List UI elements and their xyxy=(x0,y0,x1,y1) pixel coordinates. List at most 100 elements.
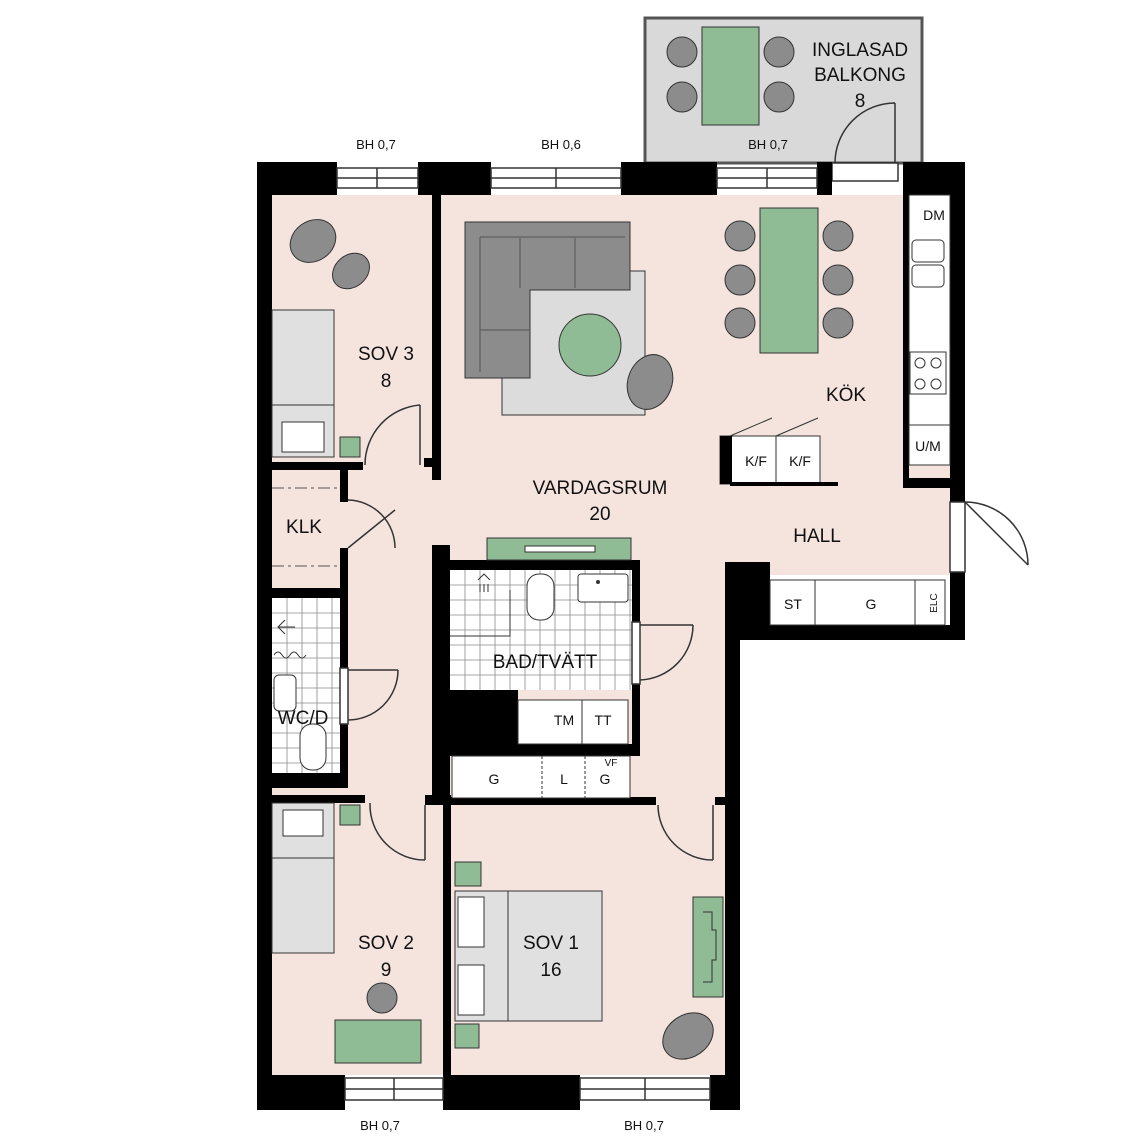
walls xyxy=(257,162,965,1110)
nightstand xyxy=(454,861,482,887)
wall xyxy=(817,162,832,195)
wall xyxy=(440,797,656,805)
desk xyxy=(334,1019,422,1064)
fridge-freezer-label: K/F xyxy=(745,453,767,469)
room-bad xyxy=(450,573,629,745)
armchair xyxy=(662,1012,714,1060)
sink xyxy=(577,573,629,603)
armchair xyxy=(289,219,337,263)
wall xyxy=(632,684,640,744)
sov3-name-label: SOV 3 xyxy=(358,344,414,365)
klk-name-label: KLK xyxy=(286,517,322,538)
window-height-label: BH 0,7 xyxy=(748,137,788,152)
washer-dryer xyxy=(517,699,629,745)
toilet xyxy=(526,573,555,621)
window xyxy=(490,167,622,189)
balkong-line1-label: INGLASAD xyxy=(812,40,908,61)
shower-drain-icon xyxy=(277,619,295,635)
armchair xyxy=(626,354,674,410)
sov1-area-label: 16 xyxy=(540,960,561,981)
door xyxy=(631,621,694,685)
linen-cabinet-label: L xyxy=(560,771,568,787)
room-sov1 xyxy=(454,861,724,1060)
water-heater-label: VF xyxy=(605,758,618,769)
door xyxy=(369,803,426,861)
balkong-area-label: 8 xyxy=(855,91,866,112)
coffee-table xyxy=(558,313,622,377)
sov3-area-label: 8 xyxy=(381,371,392,392)
wall xyxy=(432,195,441,480)
corridor-storage xyxy=(451,755,631,799)
wall xyxy=(443,795,451,1080)
wall xyxy=(725,625,965,640)
hall-name-label: HALL xyxy=(793,526,841,547)
armchair xyxy=(332,252,370,290)
sofa xyxy=(464,221,631,379)
balcony-door-sill xyxy=(831,162,899,182)
doors xyxy=(339,404,1029,861)
dishwasher-label: DM xyxy=(923,207,945,223)
wardrobe-label: G xyxy=(866,596,877,612)
windows xyxy=(336,167,818,1101)
washing-machine-label: TM xyxy=(554,712,574,728)
dining-chair xyxy=(724,307,756,339)
wc-sink xyxy=(273,674,297,712)
balcony-chair xyxy=(666,81,698,113)
wall xyxy=(440,560,640,570)
bed xyxy=(271,802,335,954)
dryer-label: TT xyxy=(594,712,612,728)
balcony-table xyxy=(701,26,760,126)
balcony xyxy=(643,16,924,182)
wall xyxy=(621,162,717,195)
wall xyxy=(725,562,740,1110)
entrance-door xyxy=(949,501,1029,573)
balcony-outline xyxy=(643,16,924,165)
room-sov2 xyxy=(271,802,422,1064)
balcony-chair xyxy=(763,36,795,68)
window-height-label: BH 0,6 xyxy=(541,137,581,152)
door xyxy=(339,667,399,725)
wall xyxy=(632,560,640,622)
room-vardagsrum xyxy=(464,221,674,561)
vardagsrum-area-label: 20 xyxy=(589,504,610,525)
window-height-label: BH 0,7 xyxy=(624,1118,664,1133)
nightstand xyxy=(339,436,361,458)
dining-chair xyxy=(822,264,854,296)
wall xyxy=(270,773,348,788)
wardrobe-label: G xyxy=(489,771,500,787)
wcd-name-label: WC/D xyxy=(278,708,329,729)
double-bed xyxy=(454,890,603,1022)
wall xyxy=(432,545,450,795)
wall xyxy=(340,722,348,787)
wc-toilet xyxy=(299,723,327,771)
sov1-name-label: SOV 1 xyxy=(523,933,579,954)
door xyxy=(364,404,421,466)
wall xyxy=(440,744,640,756)
dresser xyxy=(692,896,724,998)
balkong-line2-label: BALKONG xyxy=(814,65,906,86)
wall xyxy=(443,1075,580,1110)
wall xyxy=(715,797,730,805)
balcony-chair xyxy=(763,81,795,113)
dining-chair xyxy=(822,307,854,339)
door xyxy=(347,499,396,549)
shower-screen xyxy=(450,590,511,637)
kitchen-counter xyxy=(908,194,951,466)
balcony-chair xyxy=(666,36,698,68)
window xyxy=(579,1077,711,1101)
wall xyxy=(340,462,348,502)
radiator xyxy=(273,651,307,659)
fridge-freezer-unit xyxy=(719,417,838,486)
wall xyxy=(950,162,965,502)
window-height-label: BH 0,7 xyxy=(356,137,396,152)
wall xyxy=(424,458,436,467)
window-height-label: BH 0,7 xyxy=(360,1118,400,1133)
window xyxy=(716,167,818,189)
room-klk xyxy=(272,487,340,567)
nightstand xyxy=(339,804,361,826)
window xyxy=(344,1077,444,1101)
sov2-name-label: SOV 2 xyxy=(358,933,414,954)
bad-name-label: BAD/TVÄTT xyxy=(493,652,598,673)
labels: INGLASAD BALKONG 8 BH 0,7 BH 0,6 BH 0,7 … xyxy=(278,40,945,1133)
